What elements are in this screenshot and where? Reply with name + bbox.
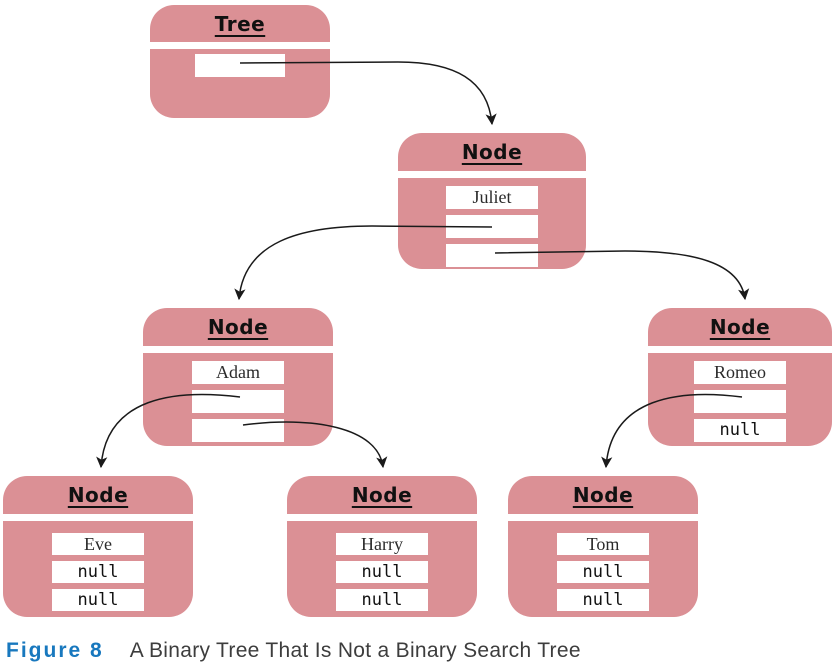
data-field: Adam <box>192 361 284 384</box>
tree-object-box: Tree <box>150 5 330 118</box>
divider <box>3 514 193 521</box>
right-ref-field: null <box>52 589 144 611</box>
figure-label: Figure 8 <box>6 639 104 662</box>
node-box-harry: Node Harry null null <box>287 476 477 617</box>
node-title: Node <box>709 315 771 339</box>
figure-caption-row: Figure 8 A Binary Tree That Is Not a Bina… <box>6 639 581 663</box>
node-box-juliet: Node Juliet <box>398 133 586 269</box>
data-field: Eve <box>52 533 144 555</box>
node-box-adam: Node Adam <box>143 308 333 446</box>
divider <box>287 514 477 521</box>
left-ref-field: null <box>557 561 649 583</box>
divider <box>508 514 698 521</box>
data-field: Tom <box>557 533 649 555</box>
node-box-tom: Node Tom null null <box>508 476 698 617</box>
data-field: Romeo <box>694 361 786 384</box>
data-field: Harry <box>336 533 428 555</box>
node-title: Node <box>461 140 523 164</box>
left-ref-field <box>694 390 786 413</box>
data-field: Juliet <box>446 186 538 209</box>
divider <box>150 42 330 49</box>
right-ref-field: null <box>557 589 649 611</box>
node-title: Node <box>351 483 413 507</box>
right-ref-field <box>446 244 538 267</box>
right-ref-field <box>192 419 284 442</box>
left-ref-field: null <box>52 561 144 583</box>
left-ref-field <box>192 390 284 413</box>
figure-caption-text: A Binary Tree That Is Not a Binary Searc… <box>129 639 581 662</box>
divider <box>143 346 333 353</box>
node-box-romeo: Node Romeo null <box>648 308 832 446</box>
node-title: Node <box>67 483 129 507</box>
left-ref-field <box>446 215 538 238</box>
right-ref-field: null <box>694 419 786 442</box>
node-title: Node <box>572 483 634 507</box>
divider <box>398 171 586 178</box>
right-ref-field: null <box>336 589 428 611</box>
node-title: Node <box>207 315 269 339</box>
divider <box>648 346 832 353</box>
root-ref-field <box>195 54 285 77</box>
node-box-eve: Node Eve null null <box>3 476 193 617</box>
left-ref-field: null <box>336 561 428 583</box>
tree-title: Tree <box>214 11 266 36</box>
